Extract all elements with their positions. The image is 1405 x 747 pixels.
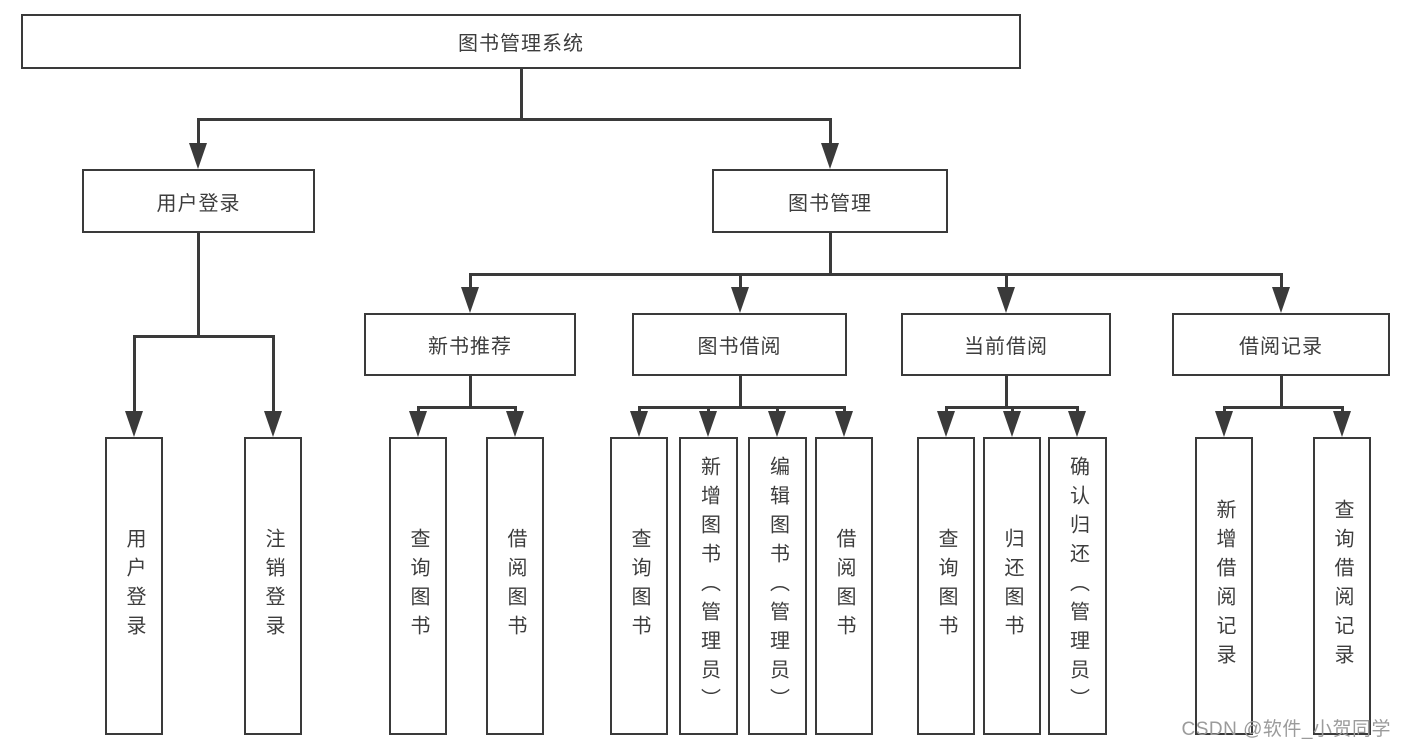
leaf-current-confirm-admin-label: 确认归还（管理员） (1066, 455, 1089, 717)
leaf-borrow-borrow: 借阅图书 (815, 437, 873, 735)
connector-line (469, 273, 1282, 276)
connector-line (469, 273, 472, 289)
connector-line (638, 406, 641, 414)
connector-line (1341, 406, 1344, 414)
node-book-borrow-label: 图书借阅 (697, 336, 782, 358)
connector-line (1280, 376, 1283, 406)
connector-line (197, 118, 200, 146)
connector-line (417, 406, 517, 409)
arrowhead-down-icon (1215, 411, 1233, 437)
leaf-logout-label: 注销登录 (262, 528, 284, 644)
leaf-borrow-borrow-label: 借阅图书 (833, 528, 855, 644)
arrowhead-down-icon (264, 411, 282, 437)
arrowhead-down-icon (461, 287, 479, 313)
node-root-label: 图书管理系统 (458, 33, 584, 55)
arrowhead-down-icon (768, 411, 786, 437)
node-borrow-records-label: 借阅记录 (1239, 336, 1323, 358)
arrowhead-down-icon (821, 143, 839, 169)
leaf-current-query-label: 查询图书 (935, 528, 957, 644)
leaf-newbooks-borrow: 借阅图书 (486, 437, 544, 735)
leaf-newbooks-query: 查询图书 (389, 437, 447, 735)
connector-line (707, 406, 710, 414)
arrowhead-down-icon (1272, 287, 1290, 313)
connector-line (272, 335, 275, 413)
connector-line (133, 335, 136, 413)
connector-line (417, 406, 420, 414)
node-new-book-recommend-label: 新书推荐 (428, 336, 512, 358)
connector-line (1223, 406, 1343, 409)
node-user-login-label: 用户登录 (156, 192, 241, 215)
connector-line (469, 376, 472, 406)
connector-line (514, 406, 517, 414)
arrowhead-down-icon (125, 411, 143, 437)
connector-line (843, 406, 846, 414)
arrowhead-down-icon (937, 411, 955, 437)
connector-line (739, 376, 742, 406)
connector-line (829, 233, 832, 273)
leaf-records-add: 新增借阅记录 (1195, 437, 1253, 735)
node-current-borrow: 当前借阅 (901, 313, 1111, 376)
leaf-borrow-edit-admin: 编辑图书（管理员） (748, 437, 807, 735)
arrowhead-down-icon (506, 411, 524, 437)
arrowhead-down-icon (630, 411, 648, 437)
leaf-borrow-add-admin-label: 新增图书（管理员） (697, 455, 720, 717)
node-book-management: 图书管理 (712, 169, 948, 233)
arrowhead-down-icon (731, 287, 749, 313)
leaf-borrow-add-admin: 新增图书（管理员） (679, 437, 738, 735)
leaf-user-login-label: 用户登录 (123, 528, 145, 644)
node-user-login: 用户登录 (82, 169, 315, 233)
connector-line (739, 273, 742, 289)
connector-line (1076, 406, 1079, 414)
leaf-current-return: 归还图书 (983, 437, 1041, 735)
arrowhead-down-icon (189, 143, 207, 169)
arrowhead-down-icon (835, 411, 853, 437)
connector-line (776, 406, 779, 414)
leaf-user-login: 用户登录 (105, 437, 163, 735)
connector-line (1005, 273, 1008, 289)
leaf-newbooks-query-label: 查询图书 (407, 528, 429, 644)
connector-line (133, 335, 274, 338)
connector-line (520, 69, 523, 118)
leaf-borrow-query: 查询图书 (610, 437, 668, 735)
connector-line (1280, 273, 1283, 289)
arrowhead-down-icon (1003, 411, 1021, 437)
leaf-records-add-label: 新增借阅记录 (1213, 499, 1235, 673)
connector-line (197, 233, 200, 335)
leaf-newbooks-borrow-label: 借阅图书 (504, 528, 526, 644)
leaf-records-query-label: 查询借阅记录 (1331, 499, 1353, 673)
arrowhead-down-icon (699, 411, 717, 437)
arrowhead-down-icon (997, 287, 1015, 313)
connector-line (829, 118, 832, 146)
leaf-records-query: 查询借阅记录 (1313, 437, 1371, 735)
leaf-current-return-label: 归还图书 (1001, 528, 1023, 644)
leaf-borrow-query-label: 查询图书 (628, 528, 650, 644)
leaf-logout: 注销登录 (244, 437, 302, 735)
leaf-current-confirm-admin: 确认归还（管理员） (1048, 437, 1107, 735)
node-book-borrow: 图书借阅 (632, 313, 847, 376)
csdn-watermark: CSDN @软件_小贺同学 (1181, 719, 1391, 740)
leaf-current-query: 查询图书 (917, 437, 975, 735)
node-borrow-records: 借阅记录 (1172, 313, 1390, 376)
connector-line (1011, 406, 1014, 414)
connector-line (1005, 376, 1008, 406)
node-book-management-label: 图书管理 (788, 192, 872, 215)
connector-line (197, 118, 831, 121)
connector-line (945, 406, 948, 414)
leaf-borrow-edit-admin-label: 编辑图书（管理员） (766, 455, 789, 717)
node-root: 图书管理系统 (21, 14, 1021, 69)
connector-line (1223, 406, 1226, 414)
connector-line (638, 406, 845, 409)
arrowhead-down-icon (409, 411, 427, 437)
arrowhead-down-icon (1333, 411, 1351, 437)
arrowhead-down-icon (1068, 411, 1086, 437)
node-current-borrow-label: 当前借阅 (964, 336, 1048, 358)
node-new-book-recommend: 新书推荐 (364, 313, 576, 376)
